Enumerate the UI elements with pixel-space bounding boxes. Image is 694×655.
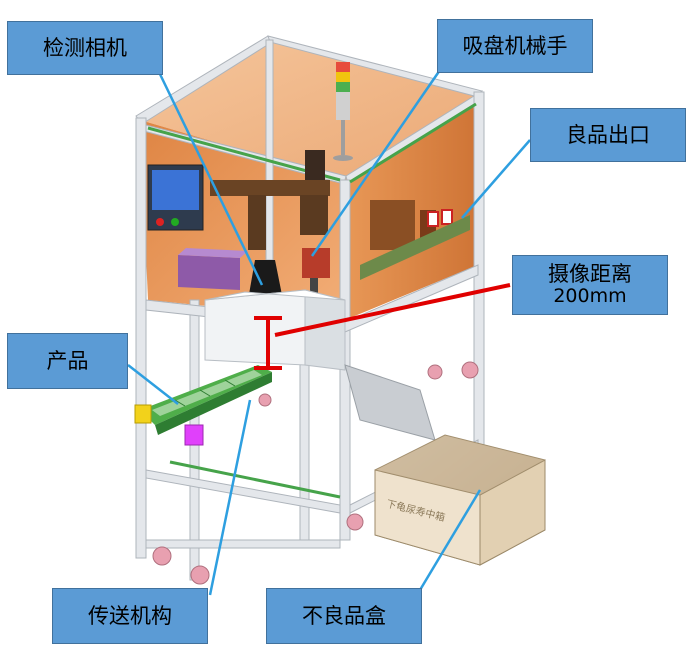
callout-reject-box: 不良品盒 bbox=[266, 588, 422, 644]
callout-distance-line1: 摄像距离 bbox=[548, 262, 632, 286]
leader-lines bbox=[127, 69, 531, 596]
callout-distance: 摄像距离 200mm bbox=[512, 255, 668, 315]
camera-gantry bbox=[210, 150, 330, 250]
callout-suction-arm: 吸盘机械手 bbox=[437, 19, 593, 73]
distance-marker bbox=[254, 283, 511, 370]
reject-box bbox=[374, 434, 546, 566]
callout-good-outlet: 良品出口 bbox=[530, 108, 686, 162]
signal-tower bbox=[333, 62, 353, 161]
conveyor-belt bbox=[140, 365, 272, 435]
touchscreen-panel bbox=[147, 164, 204, 231]
inspection-chamber bbox=[204, 289, 346, 371]
callout-product: 产品 bbox=[7, 333, 128, 389]
right-mechanisms bbox=[360, 200, 470, 280]
conveyor-end-caps bbox=[134, 404, 204, 446]
callout-distance-line2: 200mm bbox=[553, 285, 627, 308]
purple-cylinder bbox=[178, 248, 248, 290]
casters bbox=[152, 361, 479, 585]
callout-conveyor: 传送机构 bbox=[52, 588, 208, 644]
suction-head bbox=[302, 248, 330, 294]
callout-camera: 检测相机 bbox=[7, 21, 163, 75]
reject-chute bbox=[344, 364, 436, 441]
